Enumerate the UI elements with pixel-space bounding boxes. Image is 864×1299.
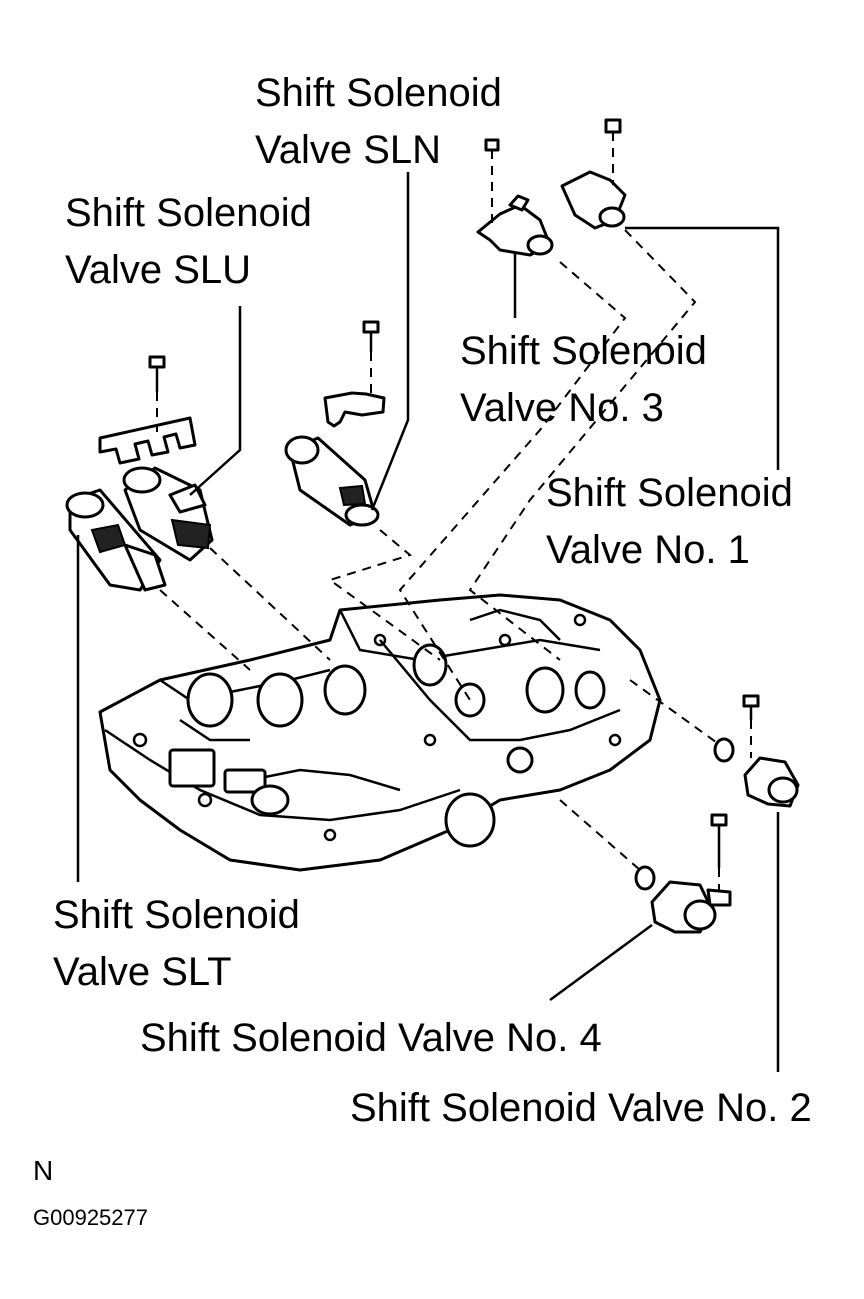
solenoid-valve-no2 (742, 694, 800, 808)
label-no4: Shift Solenoid Valve No. 4 (140, 1016, 602, 1060)
slu-bracket (98, 416, 197, 465)
solenoid-valve-no3 (476, 138, 554, 257)
label-sln-line2: Valve SLN (255, 128, 441, 172)
label-sln: Shift Solenoid Valve SLN (255, 71, 502, 172)
label-no1-line2: Valve No. 1 (546, 528, 750, 572)
solenoid-valve-slt (65, 488, 167, 592)
label-slu-line1: Shift Solenoid (65, 191, 312, 235)
label-no1-line1: Shift Solenoid (546, 471, 793, 515)
figure-code: G00925277 (33, 1205, 148, 1230)
solenoid-valve-no4 (650, 813, 732, 934)
o-ring-no2 (713, 737, 735, 763)
solenoid-valve-slu (122, 466, 214, 562)
solenoid-valve-sln (284, 435, 380, 527)
o-ring-no4 (634, 865, 656, 891)
label-slu-line2: Valve SLU (65, 248, 251, 292)
sln-bracket (323, 391, 386, 428)
view-letter: N (33, 1155, 53, 1186)
valve-body (98, 593, 662, 872)
assembly-lines (156, 132, 752, 890)
label-slt-line2: Valve SLT (53, 950, 232, 994)
label-slu: Shift Solenoid Valve SLU (65, 191, 312, 292)
label-no1: Shift Solenoid Valve No. 1 (546, 471, 793, 572)
label-no3: Shift Solenoid Valve No. 3 (460, 329, 707, 430)
label-slt: Shift Solenoid Valve SLT (53, 893, 300, 994)
label-no3-line2: Valve No. 3 (460, 386, 664, 430)
label-sln-line1: Shift Solenoid (255, 71, 502, 115)
slu-bolt (148, 355, 166, 392)
label-no3-line1: Shift Solenoid (460, 329, 707, 373)
label-no2: Shift Solenoid Valve No. 2 (350, 1086, 812, 1130)
label-slt-line1: Shift Solenoid (53, 893, 300, 937)
solenoid-valve-no1 (560, 118, 627, 230)
sln-bolt (362, 320, 380, 352)
leader-lines (76, 172, 780, 1072)
